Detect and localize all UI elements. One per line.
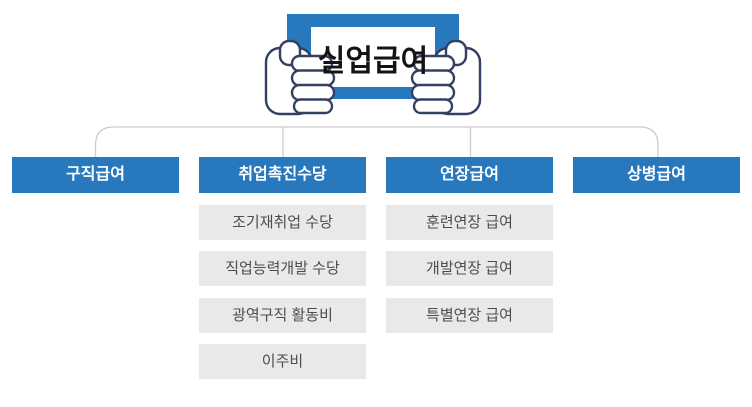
- column-extended-benefit: 연장급여 훈련연장 급여 개발연장 급여 특별연장 급여: [386, 157, 553, 379]
- column-employment-promotion-allowance: 취업촉진수당 조기재취업 수당 직업능력개발 수당 광역구직 활동비 이주비: [199, 157, 366, 379]
- connector-main: [94, 126, 659, 157]
- right-hand: [410, 39, 482, 116]
- sign-bottom-bar: [306, 87, 440, 99]
- banner-title: 실업급여: [317, 45, 429, 78]
- right-finger-4: [412, 98, 454, 115]
- column-sickness-benefit: 상병급여: [573, 157, 740, 379]
- sub-item-relocation-allowance: 이주비: [199, 344, 366, 379]
- branch-header-jobseeking-benefit: 구직급여: [12, 157, 179, 193]
- branch-header-extended-benefit: 연장급여: [386, 157, 553, 193]
- sign-top-bar: [287, 14, 459, 27]
- connector-lines: [94, 126, 659, 157]
- sub-item-early-reemployment-allowance: 조기재취업 수당: [199, 204, 366, 240]
- hands-holding-sign-icon: [264, 14, 482, 116]
- branch-columns: 구직급여 취업촉진수당 조기재취업 수당 직업능력개발 수당 광역구직 활동비 …: [12, 157, 740, 379]
- sub-item-special-extended-benefit: 특별연장 급여: [386, 297, 553, 333]
- sub-item-development-extended-benefit: 개발연장 급여: [386, 251, 553, 286]
- sub-item-vocational-ability-development-allowance: 직업능력개발 수당: [199, 251, 366, 286]
- left-finger-4: [292, 98, 334, 115]
- sub-item-training-extended-benefit: 훈련연장 급여: [386, 204, 553, 240]
- column-jobseeking-benefit: 구직급여: [12, 157, 179, 379]
- branch-header-sickness-benefit: 상병급여: [573, 157, 740, 193]
- left-finger-3: [290, 83, 336, 102]
- branch-header-employment-promotion-allowance: 취업촉진수당: [199, 157, 366, 193]
- left-hand: [264, 39, 336, 116]
- sub-item-wide-area-jobseeking-expenses: 광역구직 활동비: [199, 297, 366, 333]
- right-finger-3: [410, 83, 456, 102]
